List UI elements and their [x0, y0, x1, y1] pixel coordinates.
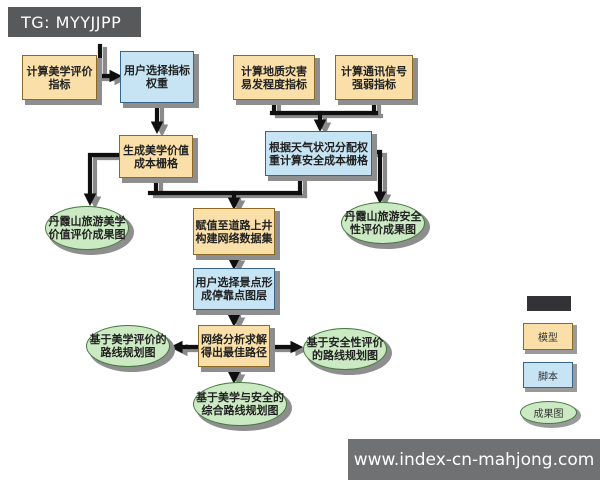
node-label: 综合路线规划图 — [201, 404, 279, 417]
node-calc-aesthetic-index: 计算美学评价 指标 — [22, 55, 97, 100]
watermark-bar: www.index-cn-mahjong.com — [348, 439, 600, 480]
node-weather-weight-safety-raster: 根据天气状况分配权 重计算安全成本栅格 — [265, 131, 372, 176]
legend-label: 脚本 — [538, 371, 558, 383]
node-label: 性评价成果图 — [350, 223, 416, 236]
node-label: 路线规划图 — [100, 346, 156, 359]
legend-item-script: 脚本 — [523, 362, 573, 388]
node-assign-network-dataset: 赋值至道路上井 构建网络数据集 — [193, 208, 275, 255]
node-label: 权重 — [146, 77, 168, 90]
node-label: 基于美学评价的 — [89, 333, 167, 346]
title-badge-text: TG: MYYJJPP — [21, 12, 122, 32]
node-label: 网络分析求解 — [201, 333, 267, 346]
node-signal-strength-index: 计算通讯信号 强弱指标 — [335, 55, 413, 100]
node-stop-point-layer: 用户选择景点形 成停靠点图层 — [193, 268, 275, 310]
watermark-url: www.index-cn-mahjong.com — [353, 449, 595, 470]
title-badge: TG: MYYJJPP — [8, 7, 141, 37]
node-label: 构建网络数据集 — [195, 231, 273, 245]
node-geo-disaster-index: 计算地质灾害 易发程度指标 — [233, 55, 315, 100]
node-label: 强弱指标 — [352, 77, 396, 91]
node-label: 计算地质灾害 — [241, 64, 307, 78]
legend-title-obscured — [527, 296, 571, 311]
node-user-select-weight: 用户选择指标 权重 — [120, 51, 194, 103]
node-label: 易发程度指标 — [241, 77, 307, 91]
node-aesthetic-route-map: 基于美学评价的 路线规划图 — [86, 325, 170, 367]
connectors — [83, 43, 387, 385]
node-label: 成本栅格 — [134, 156, 178, 170]
node-aesthetic-eval-result-map: 丹霞山旅游美学 价值评价成果图 — [45, 206, 129, 250]
node-label: 丹霞山旅游美学 — [48, 215, 126, 228]
node-safety-route-map: 基于安全性评价 的路线规划图 — [303, 328, 387, 370]
node-safety-eval-result-map: 丹霞山旅游安全 性评价成果图 — [341, 202, 425, 244]
node-label: 用户选择景点形 — [195, 276, 273, 289]
node-label: 生成美学价值 — [123, 143, 189, 157]
node-label: 赋值至道路上井 — [195, 218, 273, 232]
node-label: 得出最佳路径 — [201, 346, 267, 359]
node-label: 用户选择指标 — [124, 64, 190, 77]
legend-item-model: 模型 — [523, 323, 573, 350]
node-label: 丹霞山旅游安全 — [344, 210, 422, 223]
node-label: 计算通讯信号 — [341, 64, 407, 78]
node-label: 成停靠点图层 — [201, 289, 267, 302]
arrow-n5-n7 — [83, 152, 122, 207]
node-label: 根据天气状况分配权 — [269, 140, 368, 154]
node-label: 基于安全性评价 — [306, 336, 384, 349]
node-label: 的路线规划图 — [312, 349, 378, 362]
legend-item-result: 成果图 — [520, 401, 577, 424]
arrow-n6-n8 — [369, 149, 387, 205]
node-label: 计算美学评价 — [26, 64, 93, 78]
node-label: 指标 — [48, 77, 71, 91]
legend-label: 模型 — [538, 333, 558, 344]
node-combined-route-map: 基于美学与安全的 综合路线规划图 — [193, 382, 287, 426]
node-aesthetic-cost-raster: 生成美学价值 成本栅格 — [119, 135, 193, 178]
node-network-analysis-best-route: 网络分析求解 得出最佳路径 — [198, 325, 270, 367]
node-label: 价值评价成果图 — [48, 228, 126, 241]
legend-label: 成果图 — [533, 409, 564, 420]
node-label: 重计算安全成本栅格 — [269, 153, 368, 167]
node-label: 基于美学与安全的 — [196, 391, 284, 404]
